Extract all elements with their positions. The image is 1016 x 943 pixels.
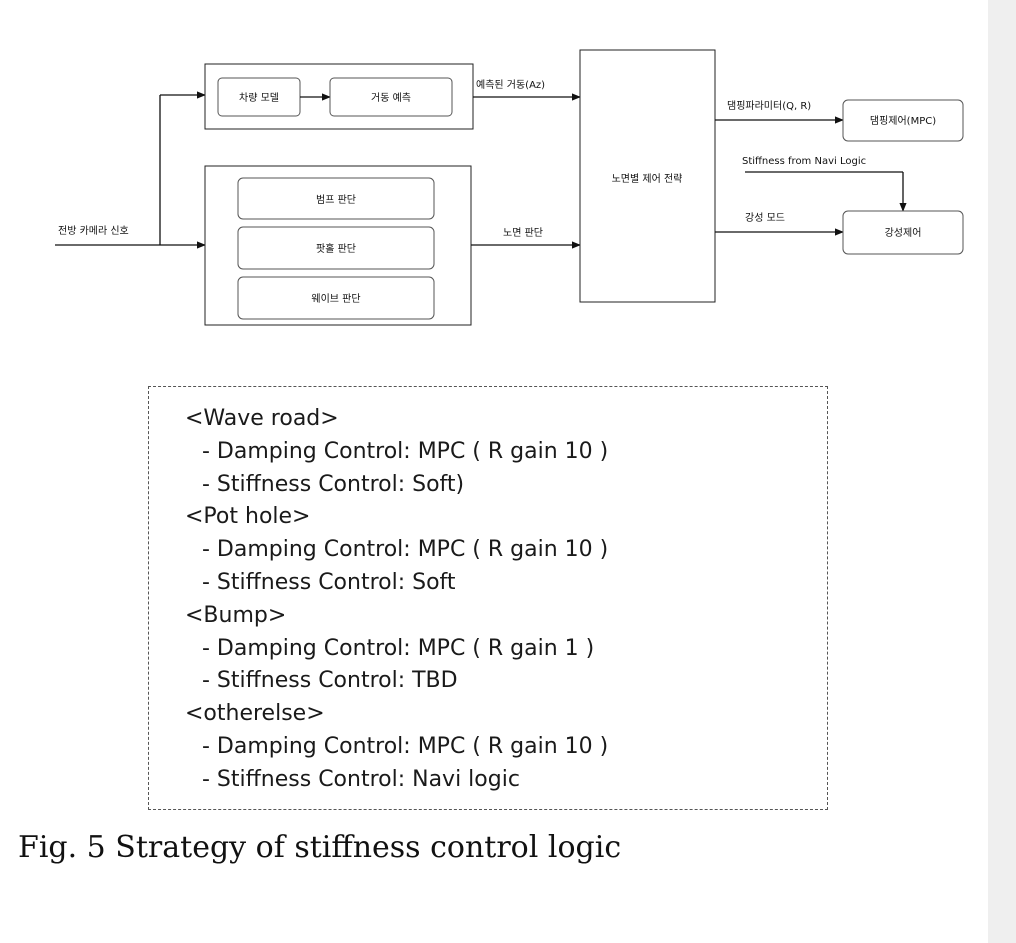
- stiffness-mode-label: 강성 모드: [745, 212, 785, 224]
- motion-prediction-label: 거동 예측: [371, 92, 411, 104]
- strategy-box: <Wave road> - Damping Control: MPC ( R g…: [148, 386, 828, 810]
- strategy-heading-bump: <Bump>: [185, 602, 287, 628]
- pothole-judge-box: [237, 226, 435, 270]
- motion-prediction-box: [329, 77, 453, 117]
- damping-control-box: [842, 99, 964, 142]
- road-strategy-box: [579, 49, 716, 303]
- damping-control-label: 댐핑제어(MPC): [870, 115, 936, 127]
- strategy-heading-otherelse: <otherelse>: [185, 701, 325, 727]
- road-strategy-label: 노면별 제어 전략: [612, 173, 683, 185]
- strategy-heading-wave-road: <Wave road>: [185, 406, 339, 431]
- stiffness-control-label: 강성제어: [885, 227, 922, 239]
- stiffness-control-box: [842, 210, 964, 255]
- navi-logic-label: Stiffness from Navi Logic: [742, 156, 866, 167]
- control-flow-diagram: 전방 카메라 신호 차량 모델 거동 예측 범프 판단 팟홀 판단 웨이브 판단…: [55, 49, 964, 326]
- bump-judge-box: [237, 177, 435, 220]
- predicted-motion-label: 예측된 거동(Az): [476, 79, 545, 91]
- strategy-heading-pot-hole: <Pot hole>: [185, 504, 311, 530]
- wave-judge-box: [237, 276, 435, 320]
- strategy-line: - Damping Control: MPC ( R gain 10 ): [202, 537, 609, 563]
- strategy-list: <Wave road> - Damping Control: MPC ( R g…: [185, 403, 608, 797]
- strategy-line: - Stiffness Control: Soft): [202, 471, 465, 497]
- bump-judge-label: 범프 판단: [316, 194, 356, 206]
- damping-params-label: 댐핑파라미터(Q, R): [727, 100, 811, 112]
- road-judgement-label: 노면 판단: [503, 227, 543, 239]
- input-signal-label: 전방 카메라 신호: [58, 225, 129, 237]
- wave-judge-label: 웨이브 판단: [311, 293, 360, 305]
- figure-caption: Fig. 5 Strategy of stiffness control log…: [18, 830, 622, 865]
- strategy-line: - Stiffness Control: TBD: [202, 668, 458, 694]
- strategy-line: - Stiffness Control: Soft: [202, 569, 456, 595]
- right-margin-strip: [988, 0, 1016, 943]
- vehicle-model-label: 차량 모델: [239, 92, 279, 104]
- strategy-line: - Stiffness Control: Navi logic: [202, 766, 520, 792]
- strategy-line: - Damping Control: MPC ( R gain 1 ): [202, 635, 595, 661]
- pothole-judge-label: 팟홀 판단: [316, 242, 356, 255]
- strategy-line: - Damping Control: MPC ( R gain 10 ): [202, 438, 609, 464]
- strategy-line: - Damping Control: MPC ( R gain 10 ): [202, 733, 609, 759]
